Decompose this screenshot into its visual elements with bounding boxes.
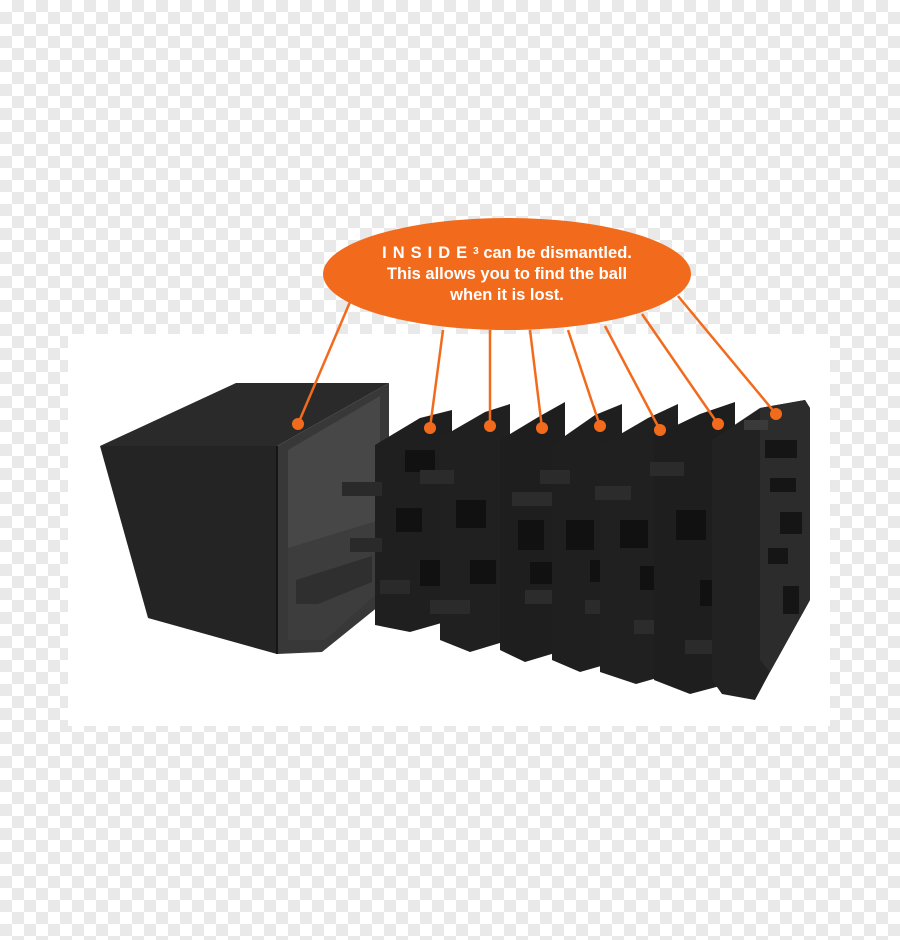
maze-layer-2 bbox=[420, 404, 510, 652]
end-plate bbox=[712, 400, 810, 700]
callout-text: INSIDE3 can be dismantled. This allows y… bbox=[377, 243, 637, 306]
callout-superscript: 3 bbox=[473, 245, 479, 257]
callout-body: can be dismantled. This allows you to fi… bbox=[386, 243, 632, 304]
callout-pointer-dots bbox=[292, 408, 782, 436]
callout: INSIDE3 can be dismantled. This allows y… bbox=[323, 218, 691, 330]
callout-leaders bbox=[296, 295, 777, 431]
callout-bubble bbox=[323, 218, 691, 330]
outer-shell bbox=[100, 383, 389, 654]
callout-brand: INSIDE bbox=[382, 243, 474, 262]
